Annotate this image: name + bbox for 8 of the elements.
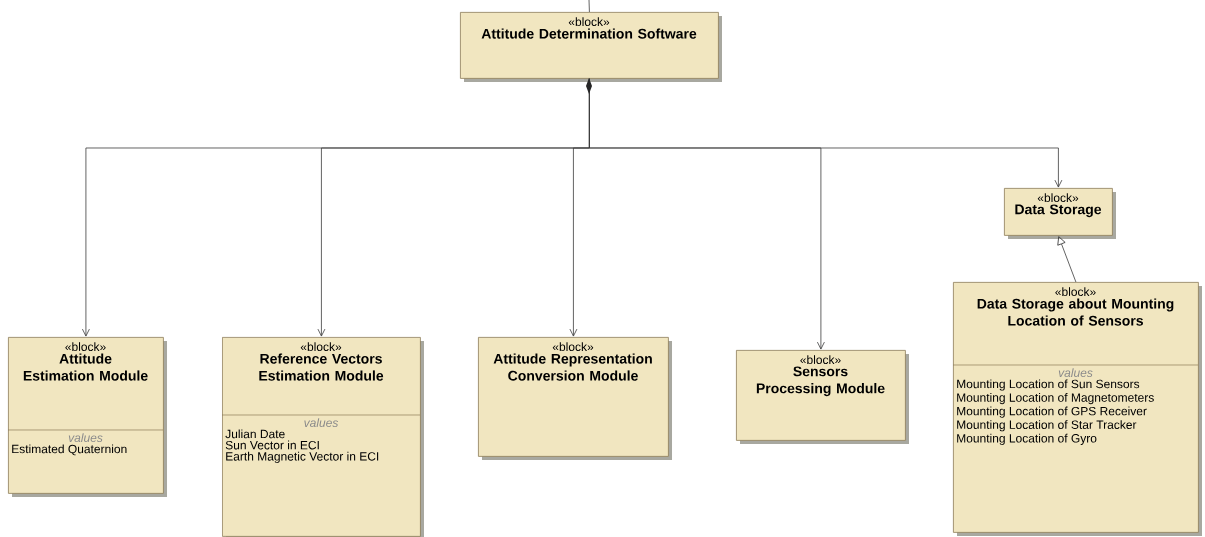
arrow <box>1057 236 1077 283</box>
block-box: «block» Sensors Processing Module <box>736 350 909 444</box>
block-box: «block» Attitude Estimation Module values Estimated Quaternion <box>7 337 167 497</box>
block-box: «block» Attitude Determination Software <box>460 12 722 82</box>
block-box: «block» Reference Vectors Estimation Module values Julian Date Sun Vector in ECI Earth Magnetic Vector in ECI <box>221 337 424 537</box>
block-box: «block» Data Storage <box>1004 188 1116 239</box>
block-box: «block» Attitude Representation Conversion Module <box>478 337 672 460</box>
block-box: «block» Data Storage about Mounting Location of Sensors values Mounting Location of Sun Sensors Mounting Location of Magnetometers Mounting Location of GPS Receiver Mounting Location of Star Tracker Mounting Location of Gyro <box>952 282 1202 536</box>
